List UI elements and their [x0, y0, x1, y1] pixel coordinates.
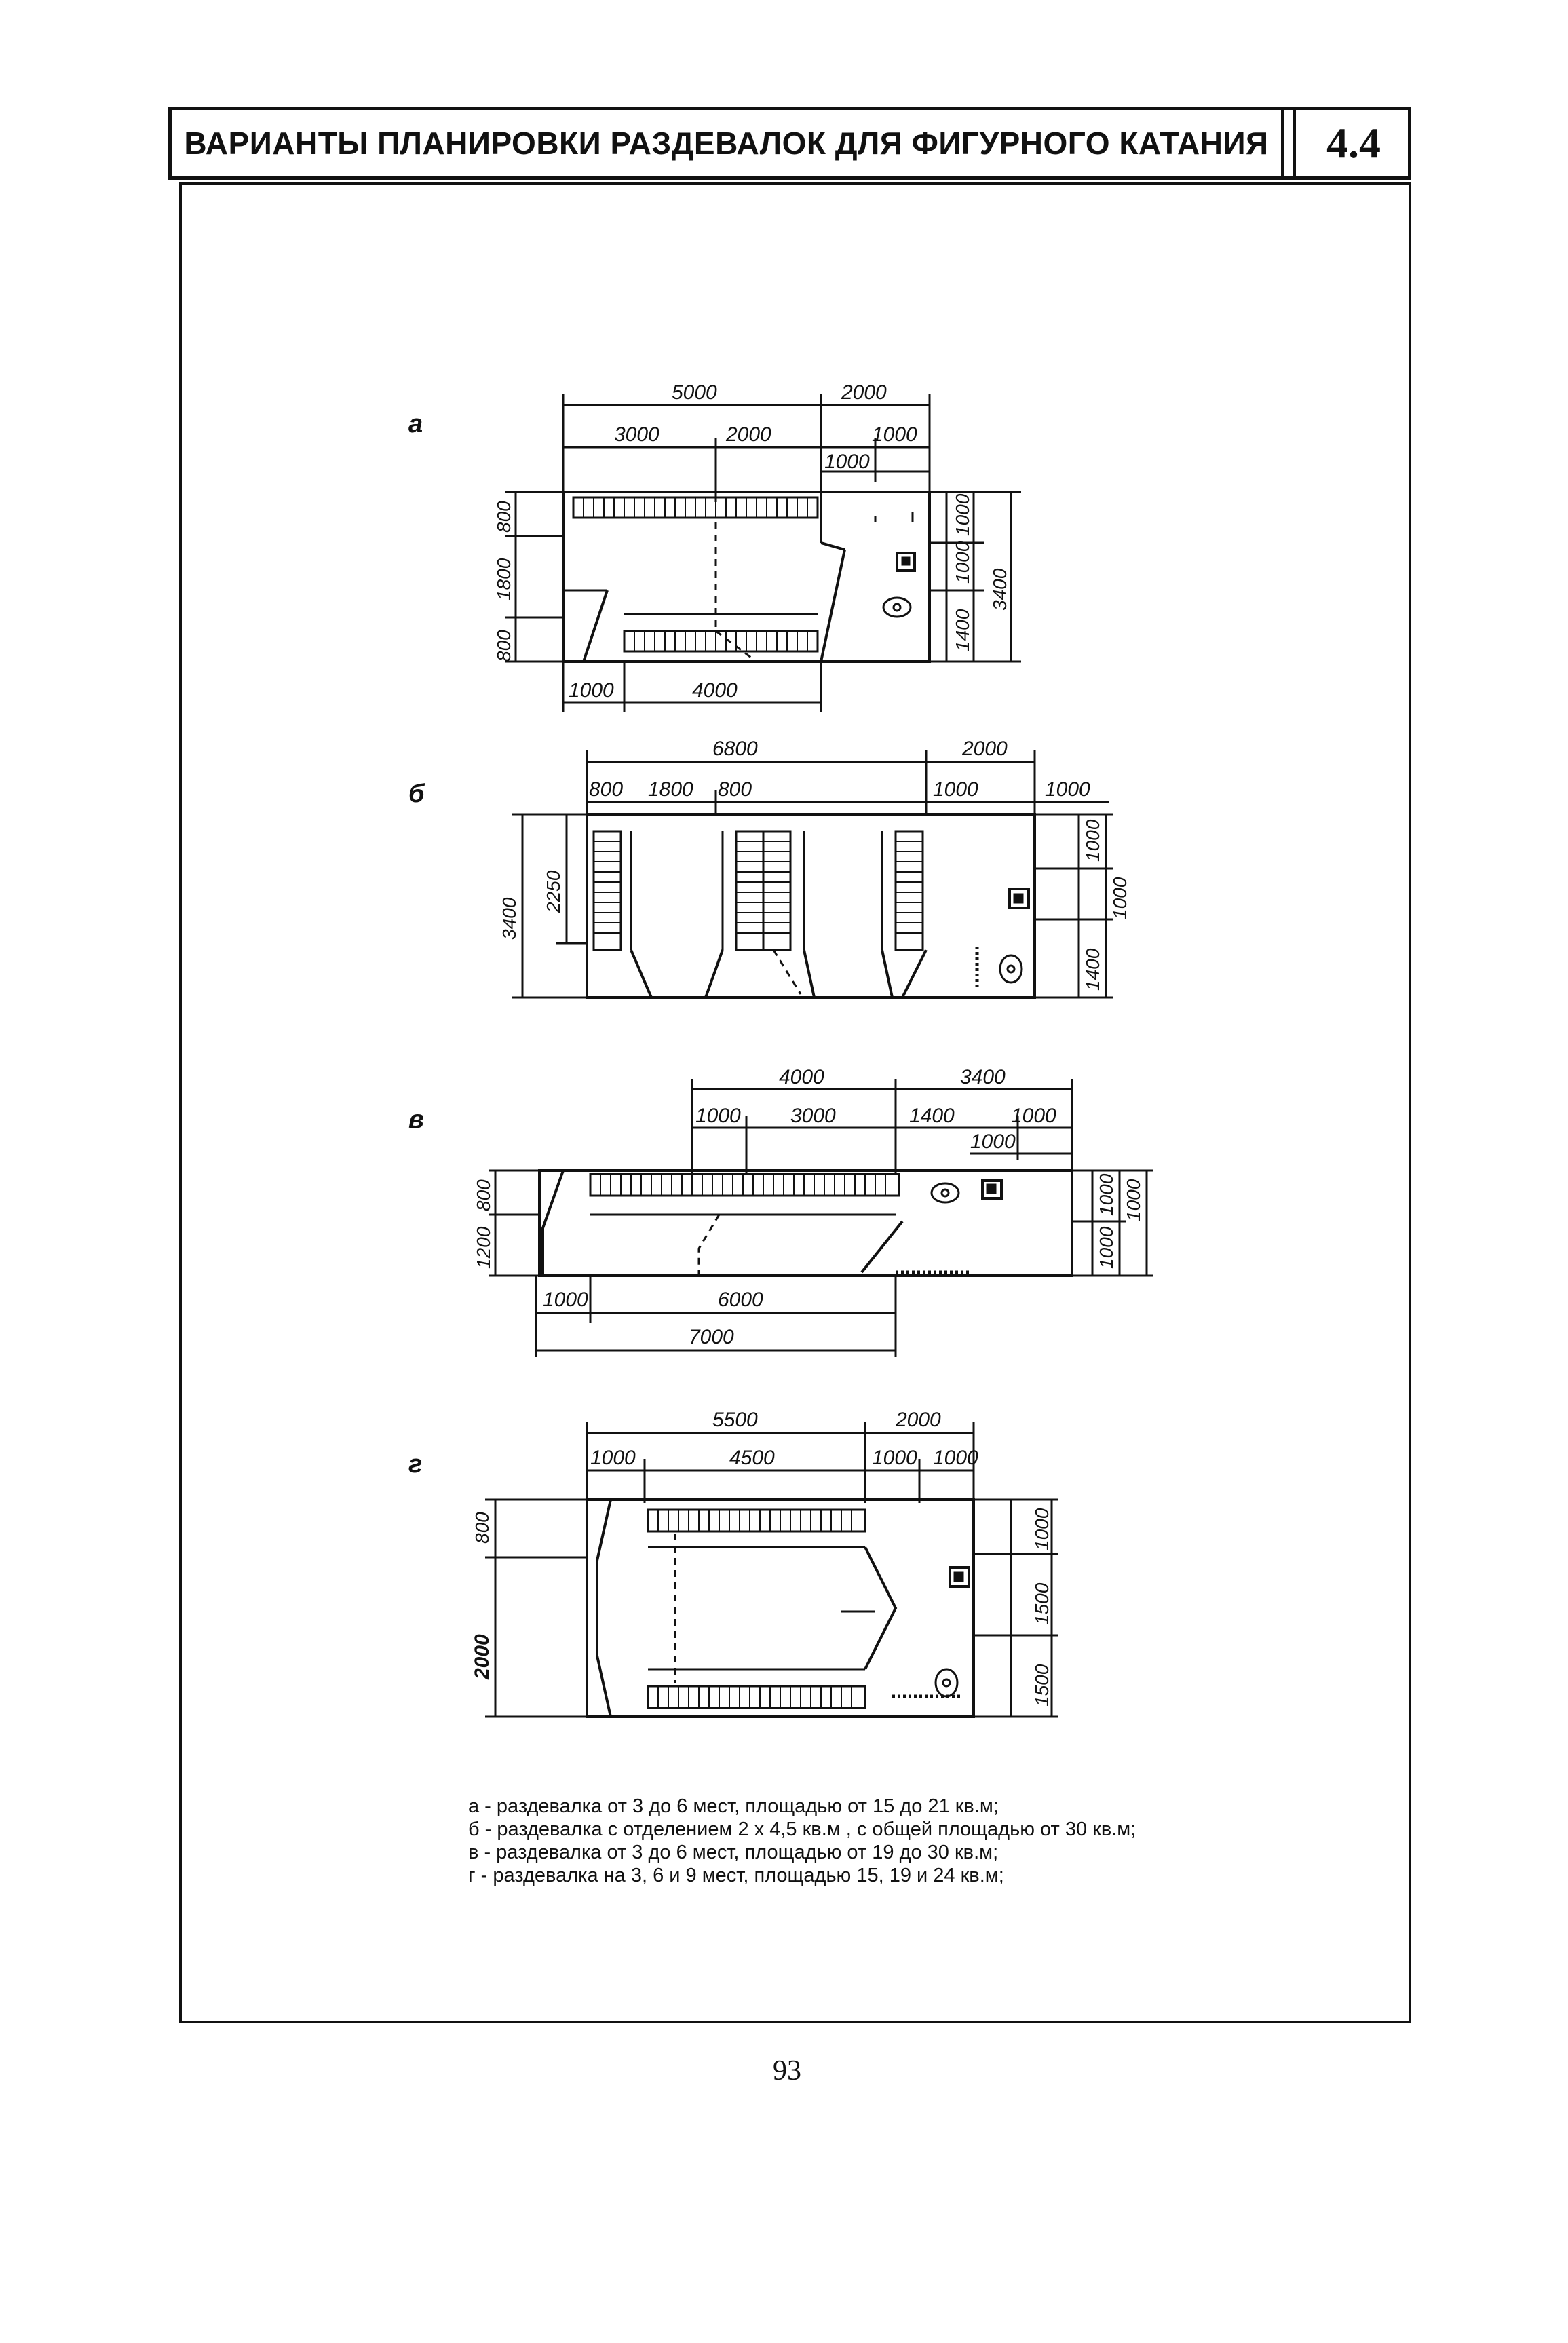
header-table: ВАРИАНТЫ ПЛАНИРОВКИ РАЗДЕВАЛОК ДЛЯ ФИГУР…: [168, 107, 1411, 180]
dim: 1000: [1109, 877, 1130, 919]
plan-v-letter: в: [408, 1105, 424, 1134]
plan-b: б 6800 2000 800 1800 800 1000 1000: [408, 738, 1130, 999]
dim: 2000: [725, 423, 771, 446]
dim: 800: [589, 778, 623, 801]
dim: 4500: [729, 1447, 775, 1469]
dim: 1000: [543, 1289, 588, 1311]
dim: 5500: [712, 1409, 758, 1431]
plan-a: а 5000 2000 3000 2000 1000 1000: [408, 381, 1021, 712]
dim: 1000: [1082, 819, 1103, 862]
dim: 5000: [672, 381, 717, 404]
legend: а - раздевалка от 3 до 6 мест, площадью …: [468, 1795, 1350, 1887]
dim: 1000: [590, 1447, 636, 1469]
dim: 1000: [952, 493, 973, 536]
dim: 2250: [543, 870, 564, 913]
dim: 1400: [909, 1105, 955, 1127]
dim: 1000: [933, 1447, 978, 1469]
dim: 1000: [824, 451, 870, 473]
plan-g: г 5500 2000 1000 4500 1000 1000: [408, 1409, 1058, 1718]
legend-item-v: в - раздевалка от 3 до 6 мест, площадью …: [468, 1842, 999, 1863]
dim: 6000: [718, 1289, 763, 1311]
dim: 1000: [933, 778, 978, 801]
dim: 800: [493, 630, 514, 662]
dim: 1000: [695, 1105, 741, 1127]
dim: 1000: [1096, 1173, 1117, 1216]
dim: 6800: [712, 738, 758, 760]
dim: 1200: [473, 1226, 494, 1269]
dim: 7000: [689, 1326, 734, 1348]
dim: 1000: [1096, 1226, 1117, 1269]
title-cell: ВАРИАНТЫ ПЛАНИРОВКИ РАЗДЕВАЛОК ДЛЯ ФИГУР…: [172, 110, 1284, 176]
dim: 800: [493, 501, 514, 533]
page-number: 93: [773, 2055, 801, 2087]
dim: 3400: [499, 897, 520, 940]
content-frame: [179, 182, 1411, 2023]
dim: 1000: [1045, 778, 1090, 801]
page-title: ВАРИАНТЫ ПЛАНИРОВКИ РАЗДЕВАЛОК ДЛЯ ФИГУР…: [184, 126, 1269, 161]
dim: 1800: [493, 558, 514, 601]
dim: 2000: [961, 738, 1008, 760]
dim: 3000: [790, 1105, 836, 1127]
dim: 1000: [1123, 1179, 1144, 1221]
dim: 3400: [960, 1066, 1006, 1088]
dim: 800: [472, 1512, 493, 1544]
dim: 1000: [970, 1130, 1016, 1153]
dim: 4000: [779, 1066, 824, 1088]
plan-b-letter: б: [408, 780, 425, 808]
plan-a-letter: а: [408, 410, 423, 438]
legend-item-b: б - раздевалка с отделением 2 х 4,5 кв.м…: [468, 1818, 1136, 1840]
dim: 1500: [1031, 1664, 1052, 1707]
dim: 1800: [648, 778, 693, 801]
dim: 1400: [952, 609, 973, 651]
dim: 1400: [1082, 948, 1103, 991]
dim: 4000: [692, 679, 738, 702]
dim: 3000: [614, 423, 659, 446]
plan-g-letter: г: [408, 1450, 422, 1479]
dim: 1000: [1011, 1105, 1056, 1127]
plan-v: в 4000 3400 1000 3000 1400 1000 1000: [408, 1066, 1153, 1357]
dim: 1000: [872, 1447, 917, 1469]
dim: 1000: [952, 541, 973, 584]
dim: 1500: [1031, 1582, 1052, 1625]
dim: 800: [473, 1179, 494, 1211]
legend-item-a: а - раздевалка от 3 до 6 мест, площадью …: [468, 1795, 999, 1817]
dim: 3400: [989, 568, 1010, 611]
dim: 2000: [895, 1409, 941, 1431]
dim: 1000: [1031, 1508, 1052, 1550]
dim: 1000: [569, 679, 614, 702]
floor-plans-drawing: а 5000 2000 3000 2000 1000 1000: [408, 381, 1153, 1718]
dim: 800: [718, 778, 752, 801]
section-number: 4.4: [1326, 119, 1381, 167]
dim: 2000: [471, 1634, 493, 1680]
legend-item-g: г - раздевалка на 3, 6 и 9 мест, площадь…: [468, 1865, 1004, 1886]
section-number-cell: 4.4: [1293, 110, 1411, 176]
dim: 1000: [872, 423, 917, 446]
dim: 2000: [841, 381, 887, 404]
